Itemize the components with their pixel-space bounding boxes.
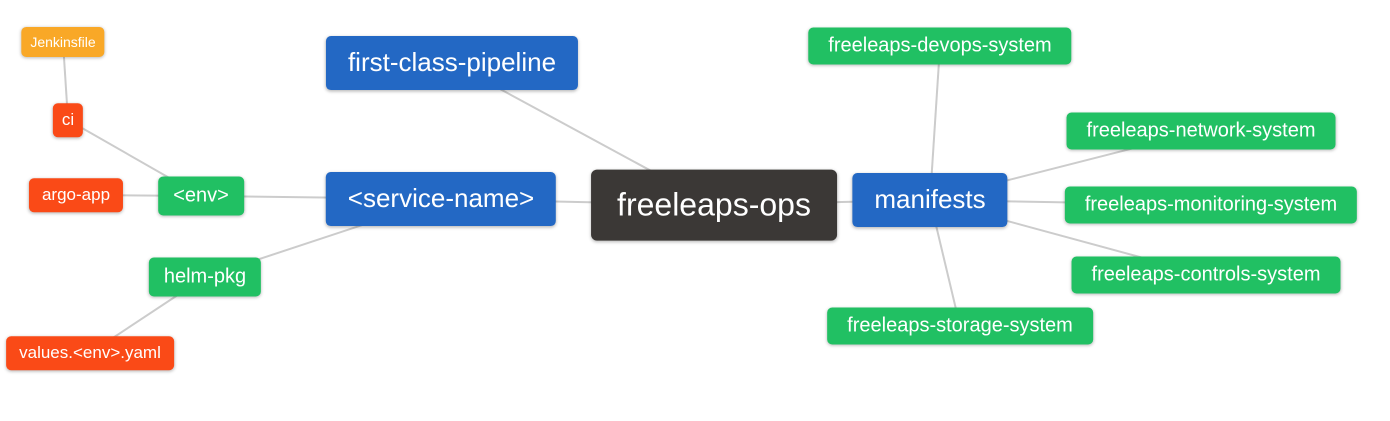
node-freeleaps-monitoring-system[interactable]: freeleaps-monitoring-system	[1064, 186, 1358, 224]
node-freeleaps-network-system[interactable]: freeleaps-network-system	[1066, 112, 1336, 150]
node-values-env-yaml[interactable]: values.<env>.yaml	[6, 336, 174, 370]
node-argo-app[interactable]: argo-app	[28, 178, 124, 212]
node-jenkinsfile[interactable]: Jenkinsfile	[21, 26, 105, 58]
node-freeleaps-devops-system[interactable]: freeleaps-devops-system	[808, 27, 1072, 65]
node-first-class-pipeline[interactable]: first-class-pipeline	[325, 36, 579, 90]
node-env[interactable]: <env>	[158, 176, 244, 216]
node-service-name[interactable]: <service-name>	[325, 172, 557, 226]
node-ci[interactable]: ci	[52, 103, 84, 137]
node-helm-pkg[interactable]: helm-pkg	[148, 257, 262, 297]
node-freeleaps-storage-system[interactable]: freeleaps-storage-system	[827, 307, 1093, 345]
node-freeleaps-controls-system[interactable]: freeleaps-controls-system	[1071, 256, 1341, 294]
node-freeleaps-ops[interactable]: freeleaps-ops	[591, 169, 837, 241]
node-manifests[interactable]: manifests	[852, 173, 1008, 227]
